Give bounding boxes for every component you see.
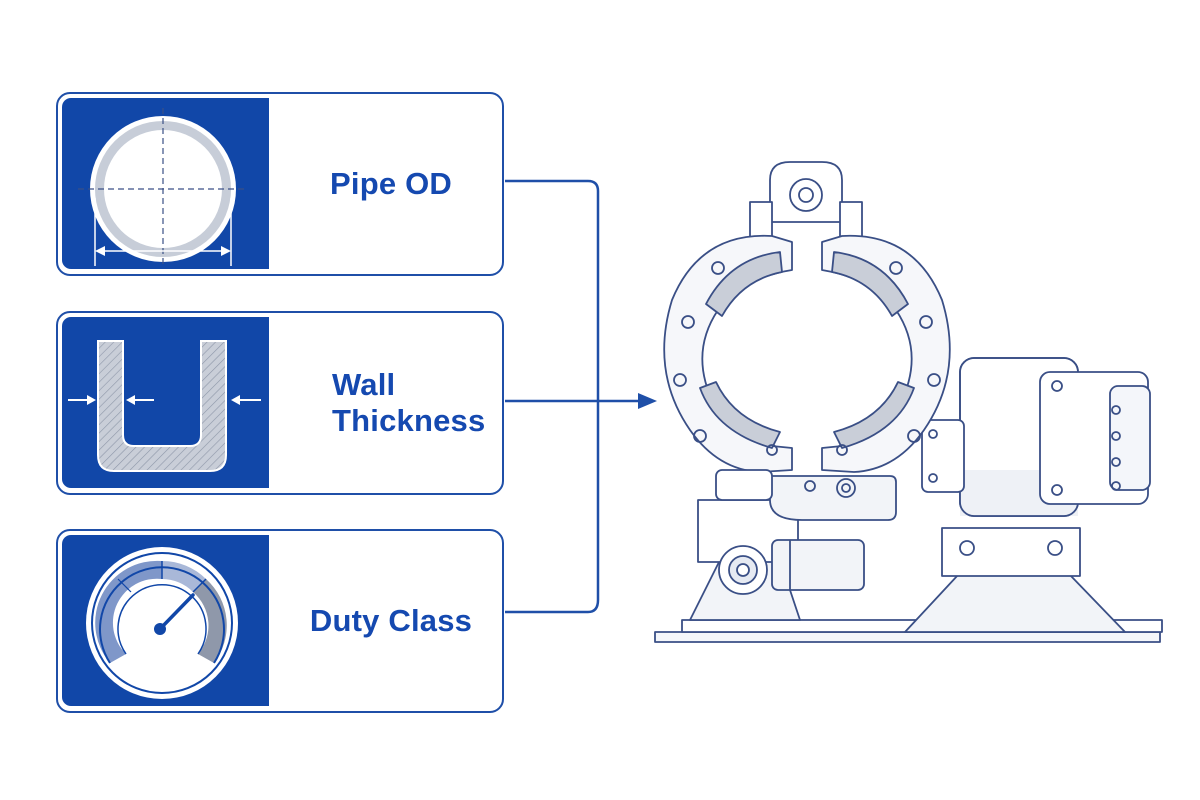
wall-thickness-profile-icon — [68, 340, 261, 472]
arrowhead-icon — [638, 393, 657, 409]
input-card-duty-class: Duty Class — [56, 529, 504, 713]
input-label-wall-thickness: Wall Thickness — [332, 367, 486, 438]
input-card-pipe-od: Pipe OD — [56, 92, 504, 276]
icon-panel — [62, 317, 269, 488]
pipe-cross-section-icon — [78, 108, 248, 266]
input-card-wall-thickness: Wall Thickness — [56, 311, 504, 495]
icon-panel — [62, 98, 269, 269]
input-label-pipe-od: Pipe OD — [330, 166, 452, 201]
gauge-icon — [86, 547, 238, 699]
input-label-duty-class: Duty Class — [309, 603, 473, 638]
icon-panel — [62, 535, 269, 706]
